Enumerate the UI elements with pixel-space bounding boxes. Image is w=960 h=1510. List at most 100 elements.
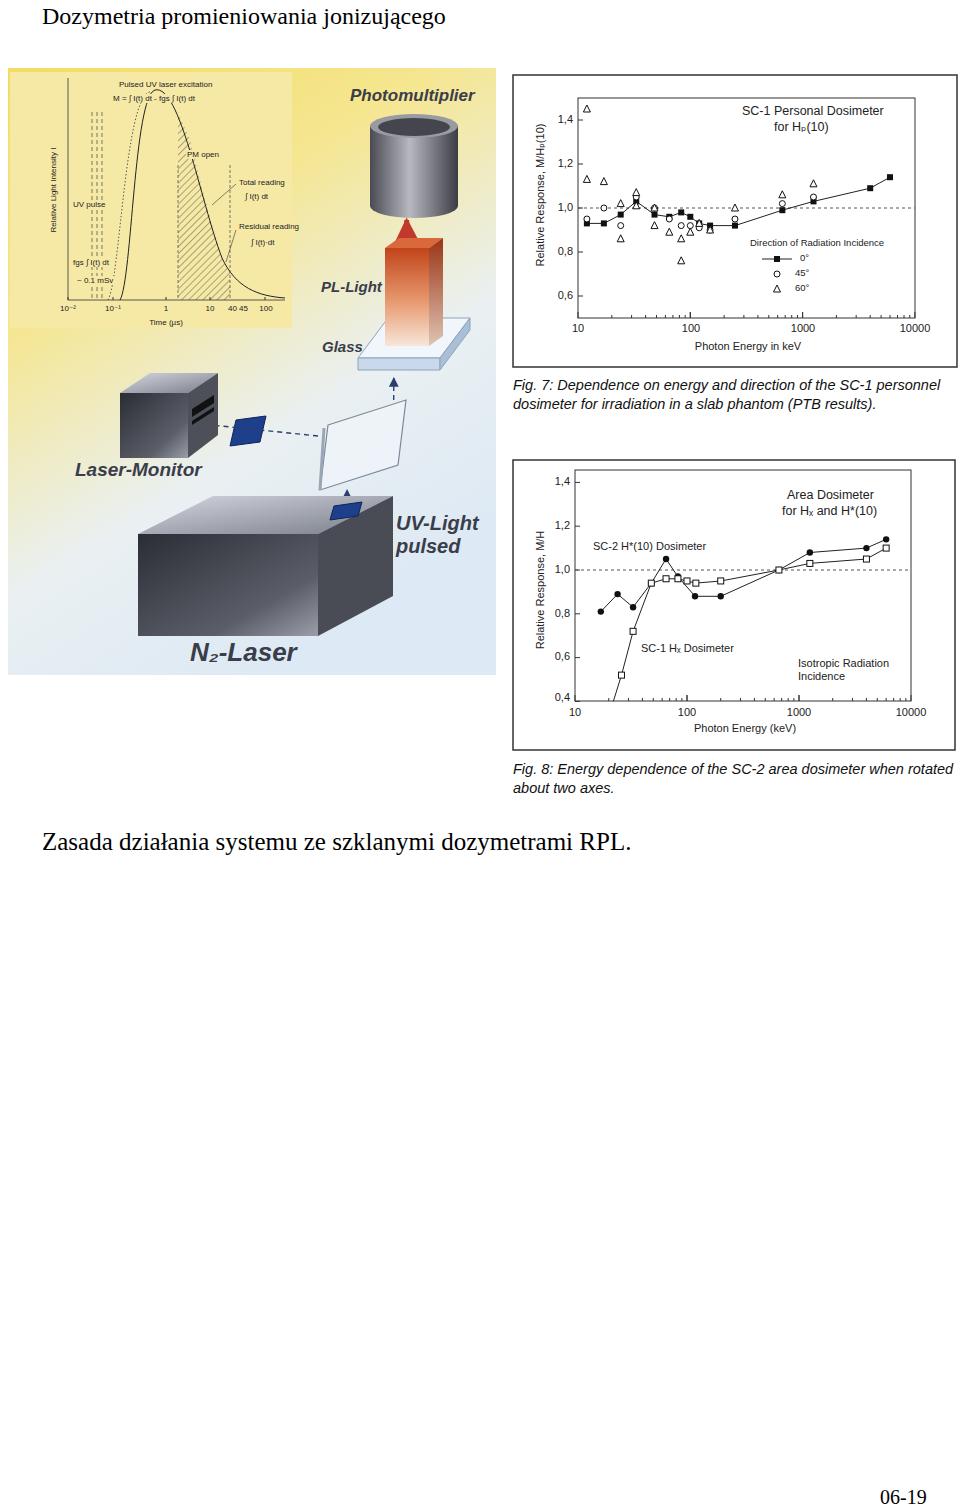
blue-sample: [230, 416, 266, 446]
tick: [781, 698, 782, 701]
tick: [642, 698, 643, 701]
data-point: [887, 174, 893, 180]
data-point: [651, 222, 658, 229]
reference-line: [575, 570, 911, 571]
tick: [802, 312, 803, 318]
tick: [575, 613, 580, 614]
charts: [513, 75, 957, 750]
tick: [768, 315, 769, 318]
component-label: PL-Light: [321, 278, 382, 295]
data-point: [617, 235, 624, 242]
data-point: [651, 204, 658, 211]
figure-label: ∫ I(t) dt: [244, 192, 269, 201]
data-point: [707, 227, 713, 233]
data-point: [687, 228, 694, 235]
tick: [765, 698, 766, 701]
tick: [575, 695, 576, 701]
figure-label: 1,2: [555, 519, 570, 532]
tick: [628, 698, 629, 701]
data-point: [718, 578, 724, 584]
tick: [608, 698, 609, 701]
figure-label: 1000: [787, 706, 811, 719]
data-point: [863, 545, 869, 551]
tick: [802, 312, 803, 318]
plot-axes: [578, 98, 915, 318]
data-point: [732, 216, 738, 222]
data-point: [693, 580, 699, 586]
figure-label: UV pulse: [72, 200, 106, 209]
component-shape: Photomultiplier: [368, 112, 460, 220]
tick: [774, 698, 775, 701]
data-point: [692, 593, 698, 599]
tick: [578, 120, 583, 121]
data-point: [774, 256, 780, 262]
figure-label: Isotropic Radiation Incidence: [798, 657, 908, 682]
tick: [870, 315, 871, 318]
data-point: [883, 545, 889, 551]
figure-label: 10⁻¹: [104, 304, 122, 313]
inset-ground: [10, 72, 292, 328]
data-point: [696, 220, 702, 226]
figure-label: 100: [678, 706, 696, 719]
data-point: [678, 223, 684, 229]
figure-label: for Hₓ and H*(10): [782, 504, 877, 518]
component-shape: PL-Light: [385, 238, 443, 346]
data-point: [779, 201, 785, 207]
tick: [914, 312, 915, 318]
data-point: [648, 580, 654, 586]
tick: [799, 695, 800, 701]
figure-label: PM open: [186, 150, 220, 159]
figure-label: M = ∫ I(t) dt - fgs ∫ I(t) dt: [112, 94, 196, 103]
data-point: [696, 219, 703, 226]
tick: [685, 315, 686, 318]
data-point: [584, 216, 590, 222]
plot-axes: [575, 470, 911, 701]
tick: [724, 315, 725, 318]
beam-connector: [346, 490, 347, 496]
figure-label: ~ 0.1 mSv: [76, 276, 114, 285]
tick: [681, 698, 682, 701]
data-point: [678, 257, 685, 264]
legend-text: 60°: [795, 283, 809, 294]
figure-label: 1,4: [555, 475, 570, 488]
data-point: [633, 189, 640, 196]
data-point: [630, 628, 636, 634]
figure-label: 0,8: [558, 245, 573, 258]
figure-label: Total reading: [238, 178, 286, 187]
tick: [757, 315, 758, 318]
figure-label: SC-1 Personal Dosimeter: [742, 104, 884, 118]
figure-label: Pulsed UV laser excitation: [118, 80, 213, 89]
figure-label: 0,4: [555, 691, 570, 704]
component-shape: Laser-Monitor: [120, 373, 218, 458]
tick: [611, 315, 612, 318]
data-point: [618, 223, 624, 229]
beam-connector: [393, 378, 395, 400]
beam-connector: [218, 426, 318, 436]
tick: [687, 695, 688, 701]
tick: [856, 315, 857, 318]
figure-label: fgs ∫ I(t) dt: [72, 258, 110, 267]
data-line: [587, 177, 890, 225]
data-point: [618, 672, 624, 678]
data-point: [648, 580, 654, 586]
tick: [886, 698, 887, 701]
tick: [575, 526, 580, 527]
figure-label: SC-1 Hₓ Dosimeter: [641, 642, 734, 655]
figure-label: 0,6: [555, 650, 570, 663]
figure-label: 1,4: [558, 113, 573, 126]
tick: [889, 315, 890, 318]
component-drawing: [120, 373, 218, 458]
tick: [662, 698, 663, 701]
data-point: [687, 214, 693, 220]
tick: [791, 315, 792, 318]
tick: [740, 698, 741, 701]
tick: [578, 296, 583, 297]
tick: [656, 315, 657, 318]
data-point: [666, 228, 673, 235]
tick: [836, 315, 837, 318]
data-point: [867, 185, 873, 191]
data-point: [810, 194, 816, 200]
tick: [676, 698, 677, 701]
figure-label: 10000: [896, 706, 927, 719]
